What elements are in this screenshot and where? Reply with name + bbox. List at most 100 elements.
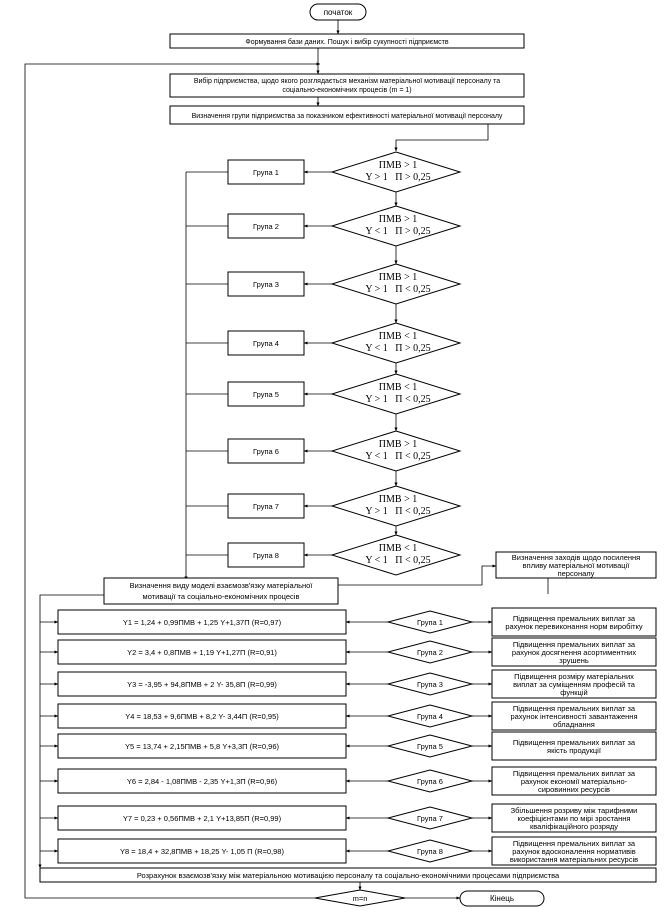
measure-2-line-3: зрушень [559,656,589,665]
condition-diamond-5 [330,373,462,415]
equation-1: Y1 = 1,24 + 0,99ПМВ + 1,25 Y+1,37П (R=0,… [123,618,282,627]
model-group-6-label: Група 6 [417,777,443,786]
group-box-2 [227,213,305,239]
measure-7-line-3: кваліфікаційного розряду [530,822,618,831]
measure-4-line-1: Підвищення премальних виплат за [513,704,636,713]
measure-box-2 [491,637,657,667]
measure-6-line-3: сировинних ресурсів [538,785,610,794]
model-group-diamond-5 [386,734,474,758]
model-group-3-label: Група 3 [417,680,443,689]
model-group-diamond-7 [386,806,474,830]
step-database [169,33,525,49]
group-4-label: Група 4 [253,339,279,348]
equation-box-6 [57,768,347,794]
condition-8-line-2: Y < 1 П < 0,25 [365,555,430,566]
condition-6-line-1: ПМВ > 1 [379,439,417,450]
condition-diamond-3 [330,263,462,305]
condition-7-line-2: Y > 1 П < 0,25 [365,506,430,517]
group-box-4 [227,330,305,356]
condition-3-line-1: ПМВ > 1 [379,272,417,283]
step-select-enterprise-line-1: Вибір підприємства, щодо якого розглядає… [194,77,500,85]
start-label: початок [324,8,353,17]
condition-7-line-1: ПМВ > 1 [379,494,417,505]
measure-3-line-2: виплат за суміщенням професій та [513,680,636,689]
condition-4-line-1: ПМВ < 1 [379,331,417,342]
measure-4-line-3: обладнання [553,720,595,729]
equation-box-4 [57,703,347,729]
group-box-6 [227,438,305,464]
measure-2-line-1: Підвищення премальних виплат за [513,640,636,649]
group-1-label: Група 1 [253,168,279,177]
step-select-enterprise-line-2: соціально-економічних процесів (m = 1) [282,86,411,94]
measure-box-3 [491,669,657,699]
equation-box-3 [57,671,347,697]
equation-box-7 [57,805,347,831]
measure-5-line-2: якість продукції [547,746,602,755]
equation-box-2 [57,639,347,665]
model-group-7-label: Група 7 [417,814,443,823]
measure-8-line-1: Підвищення премальних виплат за [513,839,636,848]
equation-5: Y5 = 13,74 + 2,15ПМВ + 5,8 Y+3,3П (R=0,9… [125,742,280,751]
condition-diamond-1 [330,151,462,193]
measure-box-4 [491,701,657,731]
model-group-2-label: Група 2 [417,648,443,657]
measures-line-2: впливу матеріальної мотивації [523,561,631,570]
equation-2: Y2 = 3,4 + 0,8ПМВ + 1,19 Y+1,27П (R=0,91… [127,648,277,657]
equation-7: Y7 = 0,23 + 0,56ПМВ + 2,1 Y+13,85П (R=0,… [123,814,282,823]
condition-diamond-2 [330,205,462,247]
model-group-4-label: Група 4 [417,712,443,721]
condition-6-line-2: Y < 1 П < 0,25 [365,451,430,462]
measure-3-line-3: функцій [560,688,587,697]
model-group-8-label: Група 8 [417,847,443,856]
measure-box-1 [491,607,657,637]
model-group-5-label: Група 5 [417,742,443,751]
condition-1-line-2: Y > 1 П > 0,25 [365,172,430,183]
step-select-enterprise [169,73,525,98]
model-type-line-2: мотивації та соціально-економічних проце… [143,592,300,601]
condition-2-line-1: ПМВ > 1 [379,214,417,225]
measure-1-line-2: рахунок перевиконання норм виробітку [505,622,643,631]
condition-diamond-6 [330,430,462,472]
condition-5-line-2: Y > 1 П < 0,25 [365,394,430,405]
group-2-label: Група 2 [253,222,279,231]
condition-8-line-1: ПМВ < 1 [379,543,417,554]
group-box-1 [227,159,305,185]
connectors [24,20,549,900]
measure-box-8 [491,836,657,866]
calculation-label: Розрахунок взаємозв'язку між матеріально… [137,871,560,880]
measure-5-line-1: Підвищення премальних виплат за [513,738,636,747]
equation-6: Y6 = 2,84 - 1,08ПМВ - 2,35 Y+1,3П (R=0,9… [127,777,278,786]
start-terminator [309,3,367,21]
condition-1-line-1: ПМВ > 1 [379,160,417,171]
measure-2-line-2: рахунок досягнення асортиментних [512,648,636,657]
model-group-diamond-1 [386,610,474,634]
group-5-label: Група 5 [253,390,279,399]
model-group-diamond-8 [386,839,474,863]
equation-box-5 [57,733,347,759]
condition-5-line-1: ПМВ < 1 [379,382,417,393]
measure-8-line-2: рахунок вдосконалення нормативів [512,847,635,856]
calculation-box [39,867,657,883]
measure-8-line-3: використання матеріальних ресурсів [510,855,638,864]
group-3-label: Група 3 [253,280,279,289]
measures-line-1: Визначення заходів щодо посилення [512,553,640,562]
condition-diamond-7 [330,485,462,527]
step-database-label: Формування бази даних. Пошук і вибір сук… [245,38,448,46]
condition-diamond-4 [330,322,462,364]
check-m-equals-n [314,889,406,907]
model-group-1-label: Група 1 [417,618,443,627]
condition-2-line-2: Y < 1 П > 0,25 [365,226,430,237]
measure-3-line-1: Підвищення розміру матеріальних [514,672,634,681]
measure-box-7 [491,803,657,833]
measure-6-line-1: Підвищення премальних виплат за [513,769,636,778]
check-label: m=n [353,894,368,903]
condition-diamond-8 [330,534,462,576]
equation-box-8 [57,838,347,864]
measure-box-5 [491,731,657,761]
condition-3-line-2: Y > 1 П < 0,25 [365,284,430,295]
end-label: Кінець [490,894,514,903]
equation-8: Y8 = 18,4 + 32,8ПМВ + 18,25 Y- 1,05 П (R… [120,847,284,856]
equation-box-1 [57,609,347,635]
